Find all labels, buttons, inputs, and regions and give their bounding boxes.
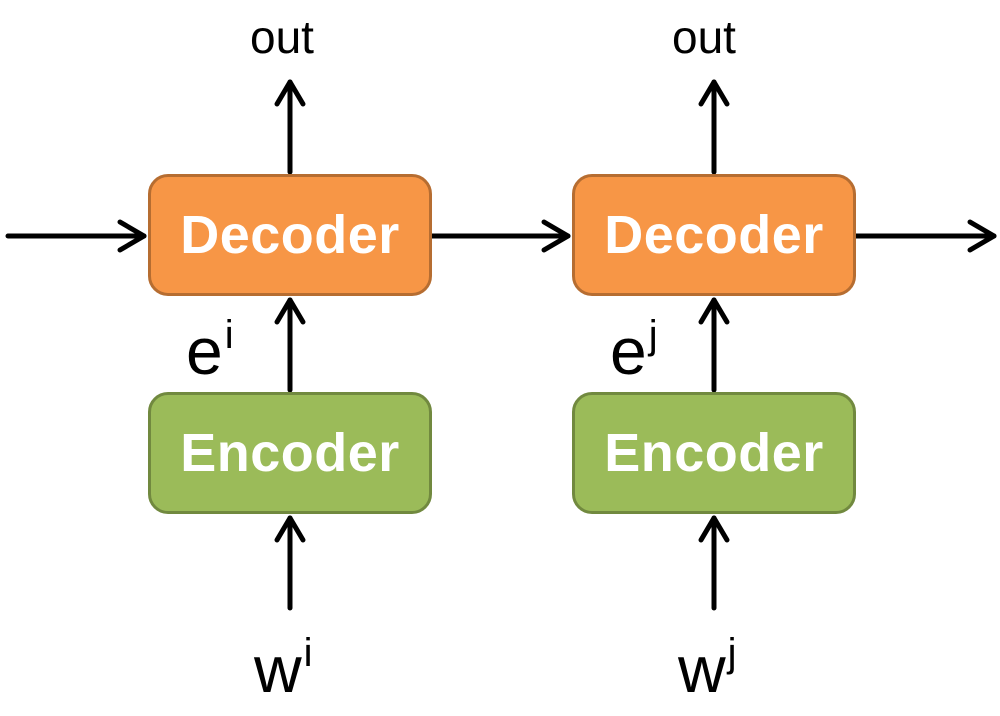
output-label-2: out: [672, 11, 736, 63]
arrow-decoder-2-to-out: [698, 79, 730, 175]
encoder-label-2: Encoder: [604, 423, 824, 483]
decoder-box-1: Decoder: [148, 174, 432, 296]
decoder-label-2: Decoder: [604, 205, 824, 265]
embedding-index-1: i: [224, 313, 234, 357]
arrow-out-of-decoder-2: [853, 219, 997, 253]
embedding-label-2: ej: [610, 315, 658, 384]
encoder-box-2: Encoder: [572, 392, 856, 514]
word-base-1: w: [254, 632, 302, 706]
decoder-box-2: Decoder: [572, 174, 856, 296]
word-index-2: j: [727, 631, 737, 675]
word-index-1: i: [303, 631, 313, 675]
word-label-2: wj: [678, 633, 737, 702]
embedding-base-2: e: [610, 314, 647, 388]
encoder-box-1: Encoder: [148, 392, 432, 514]
arrow-encoder-1-to-decoder-1: [274, 297, 306, 393]
arrow-word-2-to-encoder-2: [698, 515, 730, 611]
decoder-label-1: Decoder: [180, 205, 400, 265]
word-base-2: w: [678, 632, 726, 706]
encoder-label-1: Encoder: [180, 423, 400, 483]
arrow-word-1-to-encoder-1: [274, 515, 306, 611]
arrow-into-decoder-1: [5, 219, 147, 253]
arrow-encoder-2-to-decoder-2: [698, 297, 730, 393]
output-label-1: out: [250, 11, 314, 63]
embedding-index-2: j: [648, 313, 658, 357]
word-label-1: wi: [254, 633, 313, 702]
embedding-label-1: ei: [186, 315, 234, 384]
arrow-decoder-1-to-out: [274, 79, 306, 175]
arrow-decoder-1-to-decoder-2: [429, 219, 571, 253]
embedding-base-1: e: [186, 314, 223, 388]
